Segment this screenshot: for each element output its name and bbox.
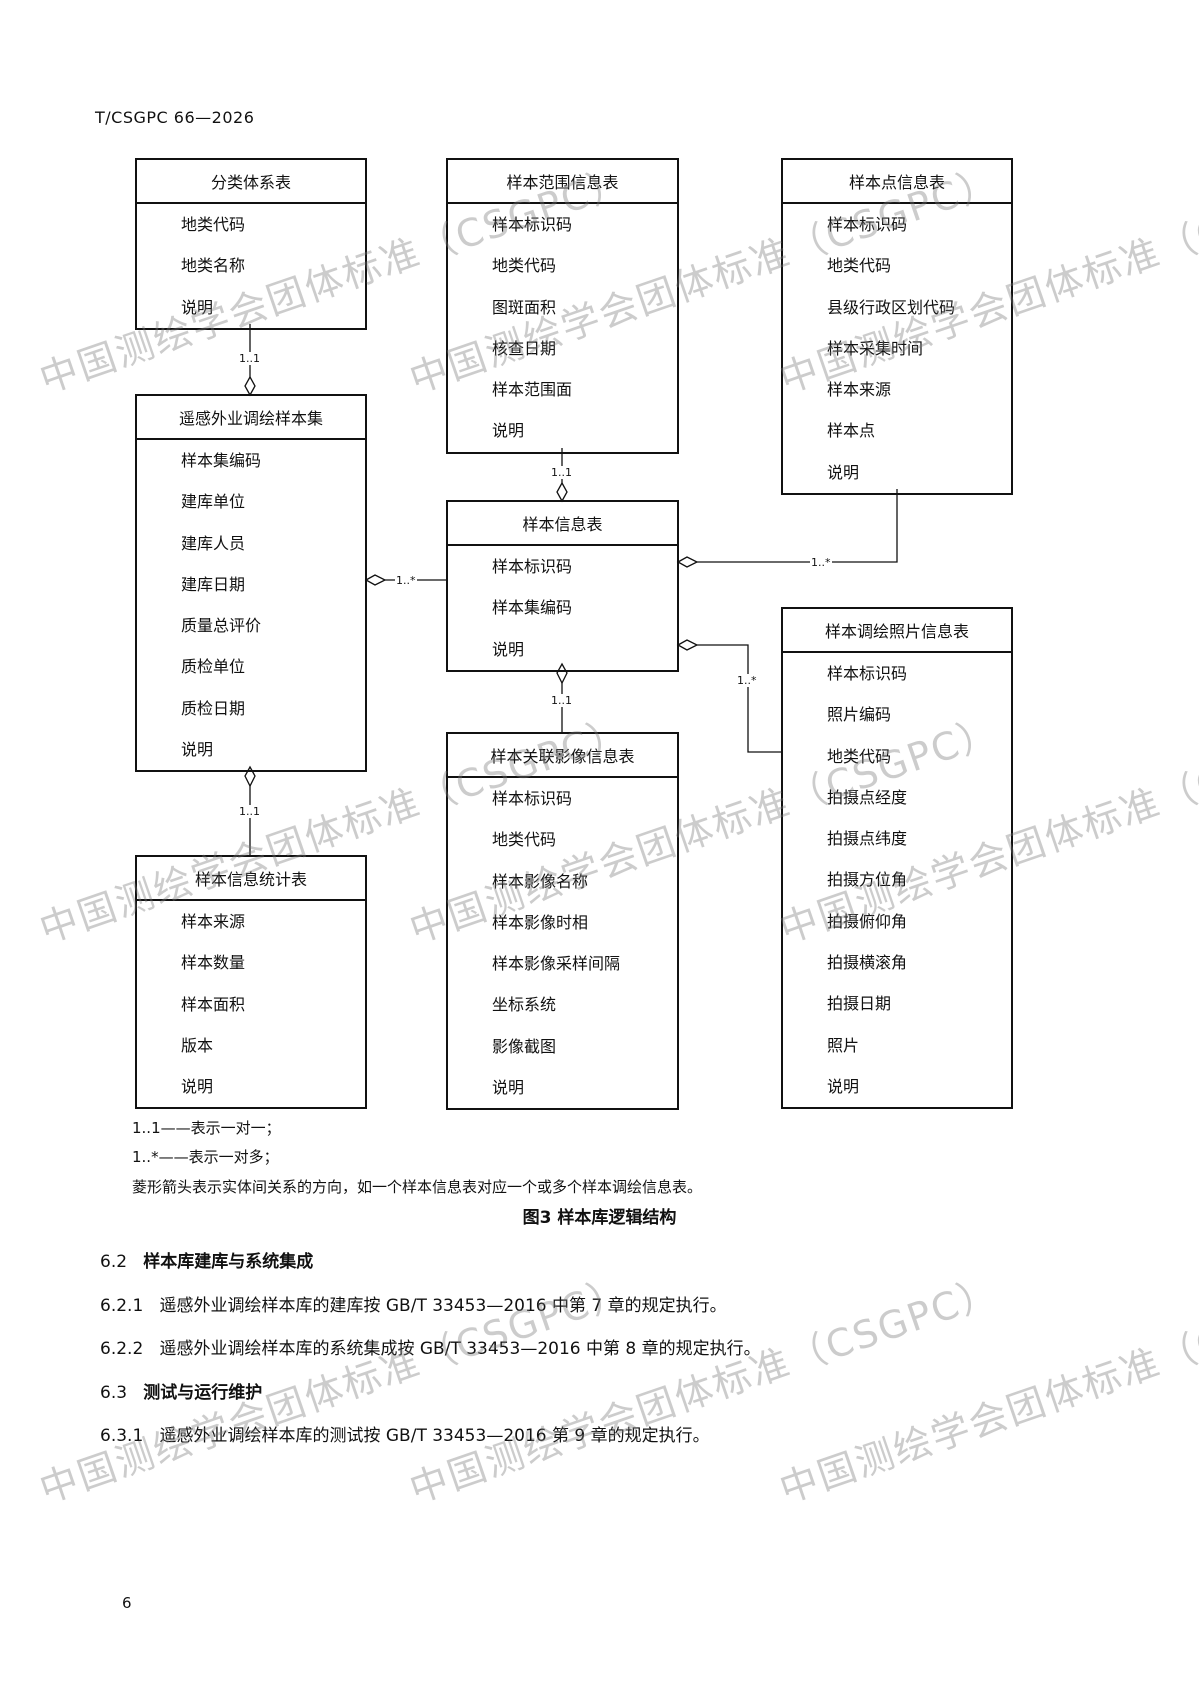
entity-field: 样本标识码 — [827, 664, 908, 683]
entity-field: 说明 — [181, 1077, 214, 1097]
entity-field: 建库单位 — [181, 492, 246, 512]
entity-title: 分类体系表 — [137, 160, 365, 204]
section-heading: 6.2 样本库建库与系统集成 — [100, 1252, 314, 1272]
entity-field: 照片编码 — [827, 705, 892, 725]
entity-field: 样本影像时相 — [492, 912, 589, 932]
entity-title: 样本范围信息表 — [448, 160, 677, 204]
entity-field: 样本集编码 — [181, 451, 262, 470]
entity-field: 图斑面积 — [492, 297, 557, 317]
multiplicity-label: 1..1 — [238, 352, 261, 365]
entity-field: 样本采集时间 — [827, 338, 924, 358]
entity-field: 拍摄日期 — [827, 994, 892, 1014]
entity-table-sample-point: 样本点信息表样本标识码地类代码县级行政区划代码样本采集时间样本来源样本点说明 — [781, 158, 1013, 496]
relation-line — [697, 489, 898, 563]
multiplicity-label: 1..1 — [550, 466, 573, 479]
entity-field: 核查日期 — [492, 338, 557, 358]
entity-field: 地类代码 — [492, 830, 557, 850]
entity-field: 建库人员 — [181, 533, 246, 553]
entity-field: 影像截图 — [492, 1036, 557, 1056]
entity-table-sample-set: 遥感外业调绘样本集样本集编码建库单位建库人员建库日期质量总评价质检单位质检日期说… — [135, 394, 367, 773]
legend-note: 菱形箭头表示实体间关系的方向，如一个样本信息表对应一个或多个样本调绘信息表。 — [132, 1178, 703, 1196]
entity-field: 拍摄点纬度 — [827, 829, 908, 849]
entity-field: 地类代码 — [827, 746, 892, 766]
entity-field: 样本标识码 — [827, 215, 908, 234]
standard-number-header: T/CSGPC 66—2026 — [95, 108, 255, 127]
entity-field: 质检单位 — [181, 657, 246, 677]
entity-field: 拍摄俯仰角 — [827, 911, 908, 931]
entity-field: 地类代码 — [492, 256, 557, 276]
entity-field: 样本标识码 — [492, 557, 573, 576]
relation-line — [697, 644, 781, 753]
entity-field: 县级行政区划代码 — [827, 297, 956, 317]
multiplicity-label: 1..* — [736, 674, 758, 687]
entity-field: 说明 — [492, 1078, 525, 1098]
entity-field: 地类代码 — [827, 256, 892, 276]
entity-field: 样本影像名称 — [492, 871, 589, 891]
entity-field: 样本数量 — [181, 953, 246, 973]
entity-field: 坐标系统 — [492, 995, 557, 1015]
diamond-icon — [364, 574, 387, 586]
entity-field: 样本范围面 — [492, 380, 573, 400]
entity-table-classification: 分类体系表地类代码地类名称说明 — [135, 158, 367, 330]
entity-field: 样本点 — [827, 421, 876, 441]
entity-field: 样本来源 — [827, 380, 892, 400]
entity-field: 质检日期 — [181, 698, 246, 718]
entity-field: 样本来源 — [181, 912, 246, 931]
multiplicity-label: 1..1 — [550, 694, 573, 707]
entity-table-related-image: 样本关联影像信息表样本标识码地类代码样本影像名称样本影像时相样本影像采样间隔坐标… — [446, 732, 679, 1111]
entity-field: 版本 — [181, 1035, 214, 1055]
section-heading: 6.3 测试与运行维护 — [100, 1383, 263, 1403]
entity-title: 样本调绘照片信息表 — [783, 609, 1011, 653]
entity-field: 样本标识码 — [492, 215, 573, 234]
page-number: 6 — [122, 1594, 132, 1612]
entity-title: 样本信息表 — [448, 502, 677, 546]
diamond-icon — [676, 556, 699, 568]
multiplicity-label: 1..* — [810, 556, 832, 569]
entity-field: 照片 — [827, 1035, 860, 1055]
entity-field: 拍摄横滚角 — [827, 953, 908, 973]
entity-title: 样本点信息表 — [783, 160, 1011, 204]
clause: 6.3.1 遥感外业调绘样本库的测试按 GB/T 33453—2016 第 9 … — [100, 1426, 710, 1446]
diamond-icon — [244, 375, 256, 397]
entity-field: 质量总评价 — [181, 616, 262, 636]
figure-caption: 图3 样本库逻辑结构 — [522, 1208, 677, 1228]
entity-field: 说明 — [492, 421, 525, 441]
entity-field: 地类名称 — [181, 256, 246, 276]
entity-table-sample-extent: 样本范围信息表样本标识码地类代码图斑面积核查日期样本范围面说明 — [446, 158, 679, 454]
diamond-icon — [556, 481, 568, 503]
entity-field: 说明 — [181, 740, 214, 760]
entity-field: 样本集编码 — [492, 598, 573, 618]
entity-field: 建库日期 — [181, 574, 246, 594]
multiplicity-label: 1..* — [395, 574, 417, 587]
clause: 6.2.2 遥感外业调绘样本库的系统集成按 GB/T 33453—2016 中第… — [100, 1339, 761, 1359]
entity-field: 样本影像采样间隔 — [492, 954, 621, 974]
entity-field: 拍摄方位角 — [827, 870, 908, 890]
entity-field: 说明 — [827, 1076, 860, 1096]
entity-table-survey-photo: 样本调绘照片信息表样本标识码照片编码地类代码拍摄点经度拍摄点纬度拍摄方位角拍摄俯… — [781, 607, 1013, 1110]
entity-field: 样本标识码 — [492, 789, 573, 808]
entity-field: 说明 — [181, 297, 214, 317]
multiplicity-label: 1..1 — [238, 805, 261, 818]
legend-note: 1..1——表示一对一； — [132, 1119, 281, 1137]
entity-table-statistics: 样本信息统计表样本来源样本数量样本面积版本说明 — [135, 855, 367, 1110]
entity-table-sample-info: 样本信息表样本标识码样本集编码说明 — [446, 500, 679, 672]
diamond-icon — [676, 639, 699, 651]
entity-title: 样本关联影像信息表 — [448, 734, 677, 778]
legend-note: 1..*——表示一对多； — [132, 1148, 279, 1166]
entity-field: 样本面积 — [181, 994, 246, 1014]
entity-title: 样本信息统计表 — [137, 857, 365, 901]
entity-title: 遥感外业调绘样本集 — [137, 396, 365, 440]
entity-field: 地类代码 — [181, 215, 246, 234]
entity-field: 说明 — [492, 639, 525, 659]
entity-field: 说明 — [827, 462, 860, 482]
clause: 6.2.1 遥感外业调绘样本库的建库按 GB/T 33453—2016 中第 7… — [100, 1296, 727, 1316]
entity-field: 拍摄点经度 — [827, 787, 908, 807]
